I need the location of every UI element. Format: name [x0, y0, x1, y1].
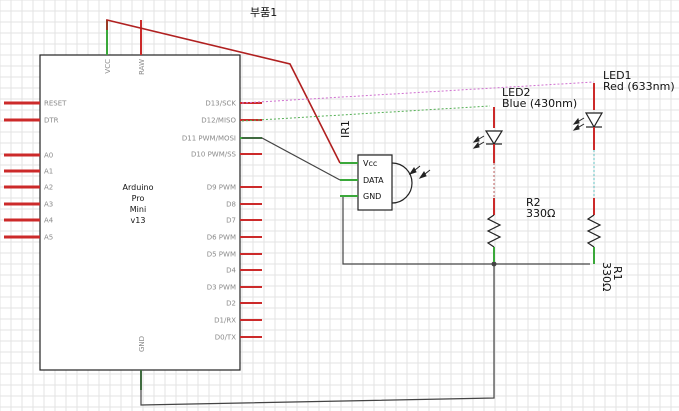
r2-value: 330Ω	[526, 207, 555, 220]
wire-gnd-ir	[342, 196, 590, 265]
led2-diode-icon	[484, 130, 504, 146]
right-pin-label-5: D8	[226, 201, 236, 209]
right-pin-label-4: D9 PWM	[207, 184, 236, 192]
arduino-name-line-3: Mini	[130, 205, 146, 214]
led2-light-arrows-icon	[472, 135, 485, 149]
right-pin-label-7: D6 PWM	[207, 234, 236, 242]
left-pin-label-7: A5	[44, 234, 53, 242]
right-pin-label-0: D13/SCK	[205, 100, 236, 108]
led2[interactable]: LED2 Blue (430nm)	[472, 86, 577, 163]
r2-ref: R2	[526, 196, 541, 209]
left-pin-label-0: RESET	[44, 100, 67, 108]
top-pin-label-1: RAW	[138, 59, 146, 75]
right-pin-label-10: D3 PWM	[207, 284, 236, 292]
ir-body	[357, 154, 393, 211]
led1-desc: Red (633nm)	[603, 80, 675, 93]
r1-zigzag-icon	[586, 214, 602, 248]
wires	[106, 18, 595, 406]
right-pin-label-8: D5 PWM	[207, 251, 236, 259]
part-label: 부품1	[250, 6, 277, 19]
ir-light-arrows-icon	[408, 165, 431, 179]
r1-ref: R1	[611, 266, 624, 281]
led1-light-arrows-icon	[572, 117, 585, 131]
left-pin-label-3: A1	[44, 168, 53, 176]
ir-pin-vcc: Vcc	[363, 159, 377, 168]
bottom-pin-label-0: GND	[138, 336, 146, 352]
ir-dome	[391, 162, 413, 204]
resistor-r1[interactable]: R1 330Ω	[586, 198, 624, 291]
r2-zigzag-icon	[486, 214, 502, 248]
ir-receiver[interactable]: IR1 Vcc DATA GND	[339, 120, 431, 211]
wire-vcc	[106, 18, 341, 164]
top-pin-label-0: VCC	[104, 59, 112, 74]
led1-diode-icon	[584, 112, 604, 129]
ir-ref: IR1	[339, 120, 352, 138]
wire-gnd-main	[140, 262, 495, 406]
led1[interactable]: LED1 Red (633nm)	[572, 69, 675, 150]
resistor-r2[interactable]: R2 330Ω	[486, 196, 555, 262]
right-pin-label-3: D10 PWM/SS	[191, 151, 237, 159]
ir-pin-data: DATA	[363, 176, 384, 185]
wire-data	[242, 137, 341, 181]
wire-d12-led2	[241, 105, 491, 122]
right-pin-label-2: D11 PWM/MOSI	[182, 135, 236, 143]
left-pin-label-2: A0	[44, 152, 53, 160]
right-pin-label-1: D12/MISO	[201, 117, 236, 125]
left-pin-label-1: DTR	[44, 117, 59, 125]
left-pin-label-6: A4	[44, 217, 54, 225]
led2-desc: Blue (430nm)	[502, 97, 577, 110]
right-pin-label-6: D7	[226, 217, 236, 225]
left-pin-label-4: A2	[44, 184, 53, 192]
right-pin-label-13: D0/TX	[215, 334, 236, 342]
junction-dot	[491, 261, 497, 267]
left-pin-label-5: A3	[44, 201, 53, 209]
arduino-name-line-2: Pro	[132, 194, 145, 203]
r1-value: 330Ω	[600, 262, 613, 291]
right-pin-label-11: D2	[226, 300, 236, 308]
led1-ref: LED1	[603, 69, 632, 82]
right-pin-label-9: D4	[226, 267, 236, 275]
right-pin-label-12: D1/RX	[214, 317, 236, 325]
arduino-name-line-4: v13	[131, 216, 146, 225]
arduino-body	[39, 54, 241, 371]
led2-ref: LED2	[502, 86, 531, 99]
wire-d13-led1	[241, 81, 595, 104]
arduino-name-line-1: Arduino	[123, 183, 154, 192]
ir-pin-gnd: GND	[363, 192, 381, 201]
